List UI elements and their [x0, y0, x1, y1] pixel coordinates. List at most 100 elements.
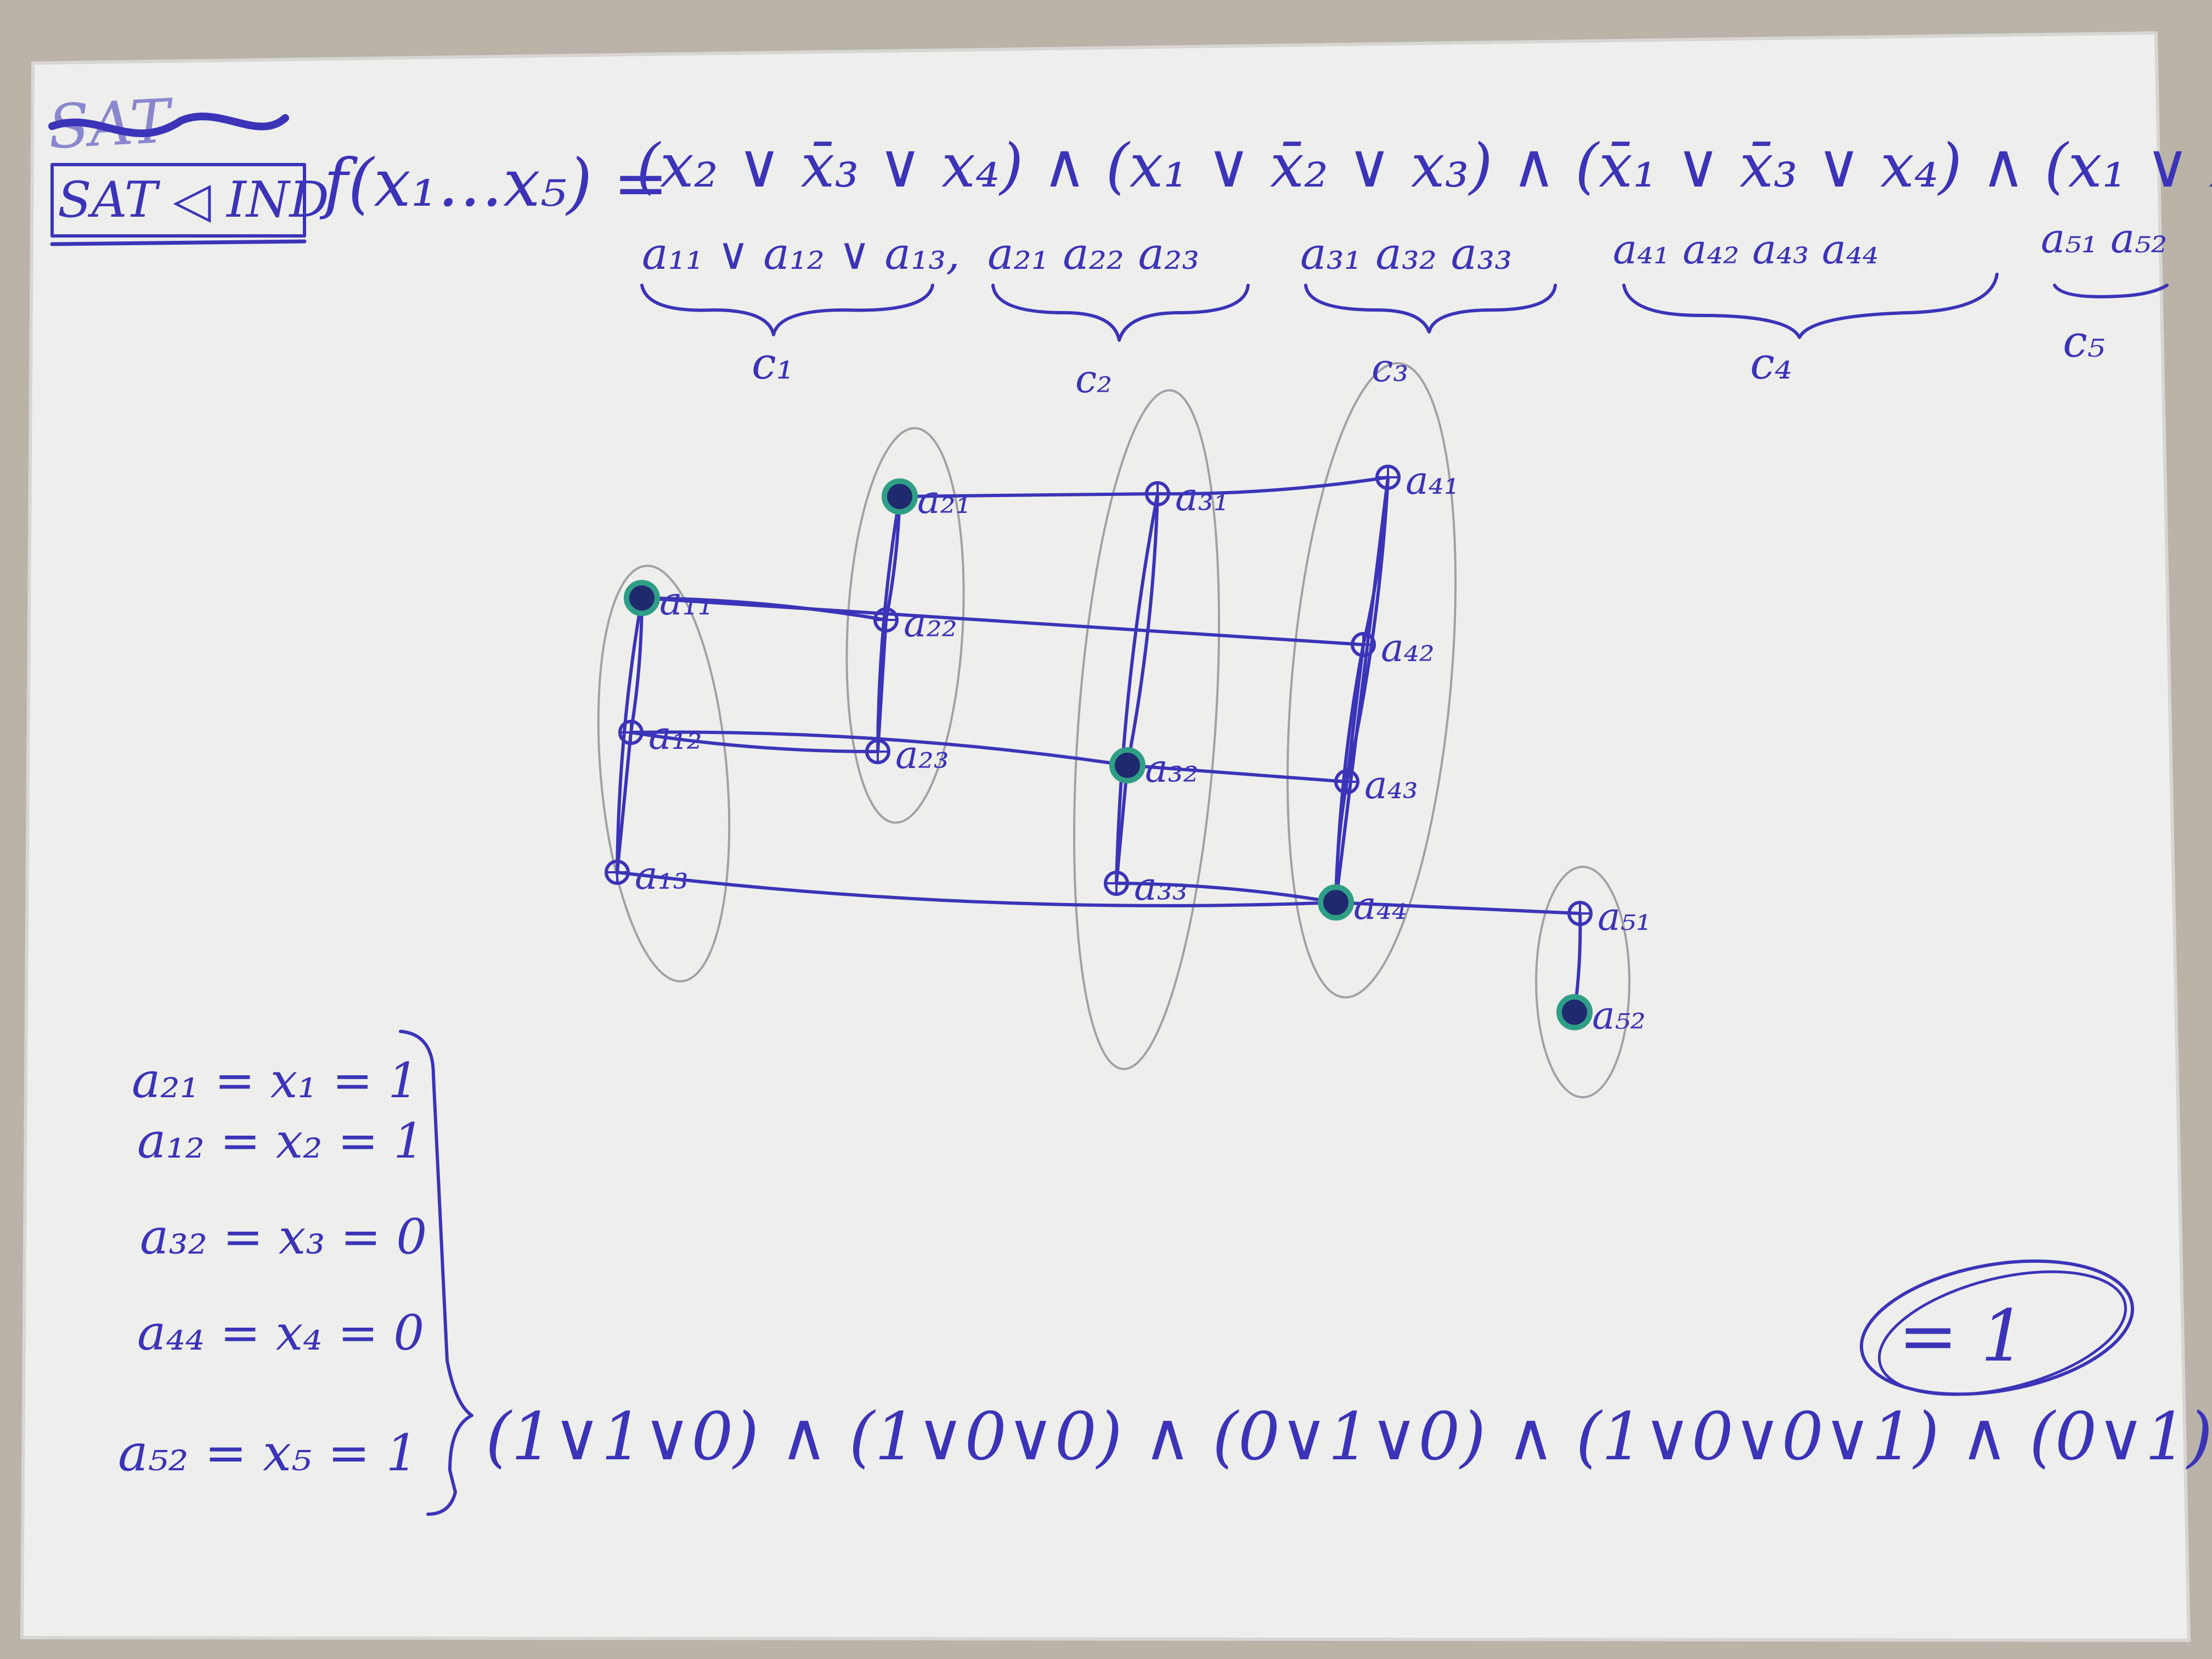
- ellipse-c1: [597, 565, 731, 983]
- node-label-a23: a₂₃: [895, 732, 949, 777]
- node-a44: a₄₄: [1318, 883, 1407, 928]
- edge-a12-a32: [629, 730, 1129, 767]
- selected-node-dot: [1556, 994, 1593, 1030]
- edge-a44-a51: [1334, 901, 1582, 915]
- ellipse-c3: [1073, 389, 1220, 1070]
- node-label-a42: a₄₂: [1381, 625, 1435, 670]
- graph-edges: [616, 476, 1582, 1014]
- node-cross: [1569, 902, 1591, 924]
- paper-sheet: [22, 33, 2189, 1640]
- edge-a33-a44: [1115, 882, 1338, 904]
- brace-c5: [2053, 284, 2169, 298]
- edge-a21-a31: [898, 492, 1159, 498]
- node-a23: a₂₃: [865, 732, 949, 777]
- assignment-bracket: [399, 1030, 473, 1516]
- edge-a12-a23: [629, 731, 879, 754]
- group-literals-c1: a₁₁ ∨ a₁₂ ∨ a₁₃,: [642, 228, 960, 279]
- edge-a32-a43: [1126, 764, 1348, 783]
- node-label-a33: a₃₃: [1134, 864, 1188, 909]
- assignment-1: a₂₁ = x₁ = 1: [132, 1052, 419, 1109]
- group-clause-c1: c₁: [752, 338, 794, 389]
- assignment-3: a₃₂ = x₃ = 0: [140, 1209, 427, 1265]
- ellipse-c4: [1286, 362, 1457, 998]
- brace-c3: [1304, 284, 1557, 334]
- group-literals-c4: a₄₁ a₄₂ a₄₃ a₄₄: [1613, 226, 1878, 273]
- node-cross: [1377, 466, 1399, 488]
- node-a33: a₃₃: [1104, 864, 1188, 909]
- brace-c1: [640, 284, 934, 336]
- node-a51: a₅₁: [1567, 894, 1651, 939]
- evaluation-result: = 1: [1898, 1294, 2026, 1378]
- edge-a13-a44: [616, 871, 1338, 907]
- brace-c2: [991, 284, 1250, 342]
- heading: SAT SAT ◁ IND: [47, 86, 329, 246]
- edge-a31-a41: [1156, 476, 1390, 496]
- edge-a11-a13: [616, 596, 644, 874]
- node-label-a22: a₂₂: [904, 601, 957, 646]
- node-a42: a₄₂: [1351, 625, 1435, 670]
- node-label-a44: a₄₄: [1353, 883, 1407, 928]
- node-a32: a₃₂: [1109, 746, 1199, 791]
- node-cross: [1147, 483, 1169, 505]
- formula-lhs: f(x₁…x₅) =: [319, 145, 668, 222]
- heading-label: SAT ◁ IND: [58, 171, 329, 229]
- group-literals-c2: a₂₁ a₂₂ a₂₃: [988, 228, 1199, 279]
- node-a43: a₄₃: [1334, 763, 1418, 808]
- group-literals-c3: a₃₁ a₃₂ a₃₃: [1300, 228, 1512, 279]
- group-clause-c5: c₅: [2063, 316, 2105, 367]
- node-label-a12: a₁₂: [648, 713, 702, 758]
- node-a31: a₃₁: [1145, 475, 1229, 520]
- node-label-a21: a₂₁: [917, 477, 971, 522]
- clause-label-c2: c₂: [1075, 357, 1112, 402]
- assignment-4: a₄₄ = x₄ = 0: [137, 1305, 424, 1361]
- node-cross: [1336, 771, 1358, 793]
- ellipse-c5: [1535, 866, 1630, 1098]
- node-a11: a₁₁: [624, 579, 713, 624]
- node-a22: a₂₂: [873, 601, 957, 646]
- node-label-a32: a₃₂: [1145, 746, 1199, 791]
- assignment-5: a₅₂ = x₅ = 1: [118, 1424, 418, 1482]
- evaluation-expression: (1∨1∨0) ∧ (1∨0∨0) ∧ (0∨1∨0) ∧ (1∨0∨0∨1) …: [486, 1399, 2212, 1475]
- edge-a42-a44: [1334, 643, 1365, 904]
- literal-groups: a₁₁ ∨ a₁₂ ∨ a₁₃, c₁ a₂₁ a₂₂ a₂₃ a₃₁ a₃₂ …: [640, 215, 2169, 389]
- node-a12: a₁₂: [618, 713, 702, 758]
- edge-a11-a42: [640, 596, 1365, 646]
- assignments: a₂₁ = x₁ = 1 a₁₂ = x₂ = 1 a₃₂ = x₃ = 0 a…: [118, 1030, 473, 1516]
- group-literals-c5: a₅₁ a₅₂: [2041, 215, 2167, 262]
- node-label-a41: a₄₁: [1406, 458, 1459, 503]
- formula-rhs: (x₂ ∨ x̄₃ ∨ x₄) ∧ (x₁ ∨ x̄₂ ∨ x₃) ∧ (x̄₁…: [636, 131, 2212, 201]
- evaluation: (1∨1∨0) ∧ (1∨0∨0) ∧ (0∨1∨0) ∧ (1∨0∨0∨1) …: [486, 1259, 2212, 1475]
- node-label-a43: a₄₃: [1364, 763, 1418, 808]
- node-a13: a₁₃: [605, 853, 689, 898]
- brace-c4: [1622, 273, 1999, 339]
- formula: f(x₁…x₅) = (x₂ ∨ x̄₃ ∨ x₄) ∧ (x₁ ∨ x̄₂ ∨…: [319, 131, 2212, 222]
- node-label-a13: a₁₃: [635, 853, 689, 898]
- heading-underline: [50, 239, 307, 246]
- node-a41: a₄₁: [1375, 458, 1459, 503]
- node-label-a31: a₃₁: [1175, 475, 1229, 520]
- graph-nodes: a₁₁ a₁₂ a₁₃ a₂₁ a₂₂ a₂₃ a₃₁ a₃₂ a₃₃ a₄₁ a₄₂ a₄₃ a₄₄ a…: [605, 458, 1651, 1038]
- node-a21: a₂₁: [882, 477, 971, 522]
- edge-a21-a23: [876, 495, 901, 753]
- clause-ellipses: c₂ c₃: [597, 346, 1630, 1098]
- node-cross: [1105, 872, 1127, 894]
- assignment-2: a₁₂ = x₂ = 1: [137, 1113, 424, 1169]
- scribble-mark: [48, 112, 289, 137]
- selected-node-dot: [1318, 884, 1354, 921]
- edge-a31-a33: [1115, 492, 1159, 885]
- result-circle: [1859, 1259, 2135, 1396]
- node-cross: [1352, 634, 1374, 656]
- node-cross: [875, 609, 897, 631]
- ellipse-c2: [845, 427, 965, 824]
- node-cross: [867, 741, 889, 763]
- node-label-a52: a₅₂: [1592, 993, 1646, 1038]
- group-clause-c4: c₄: [1750, 338, 1792, 389]
- selected-node-dot: [624, 580, 660, 616]
- clause-label-c3: c₃: [1372, 346, 1408, 391]
- node-a52: a₅₂: [1556, 993, 1646, 1038]
- node-cross: [620, 721, 642, 743]
- heading-box: [50, 163, 306, 238]
- node-label-a11: a₁₁: [659, 579, 713, 624]
- selected-node-dot: [1109, 747, 1146, 783]
